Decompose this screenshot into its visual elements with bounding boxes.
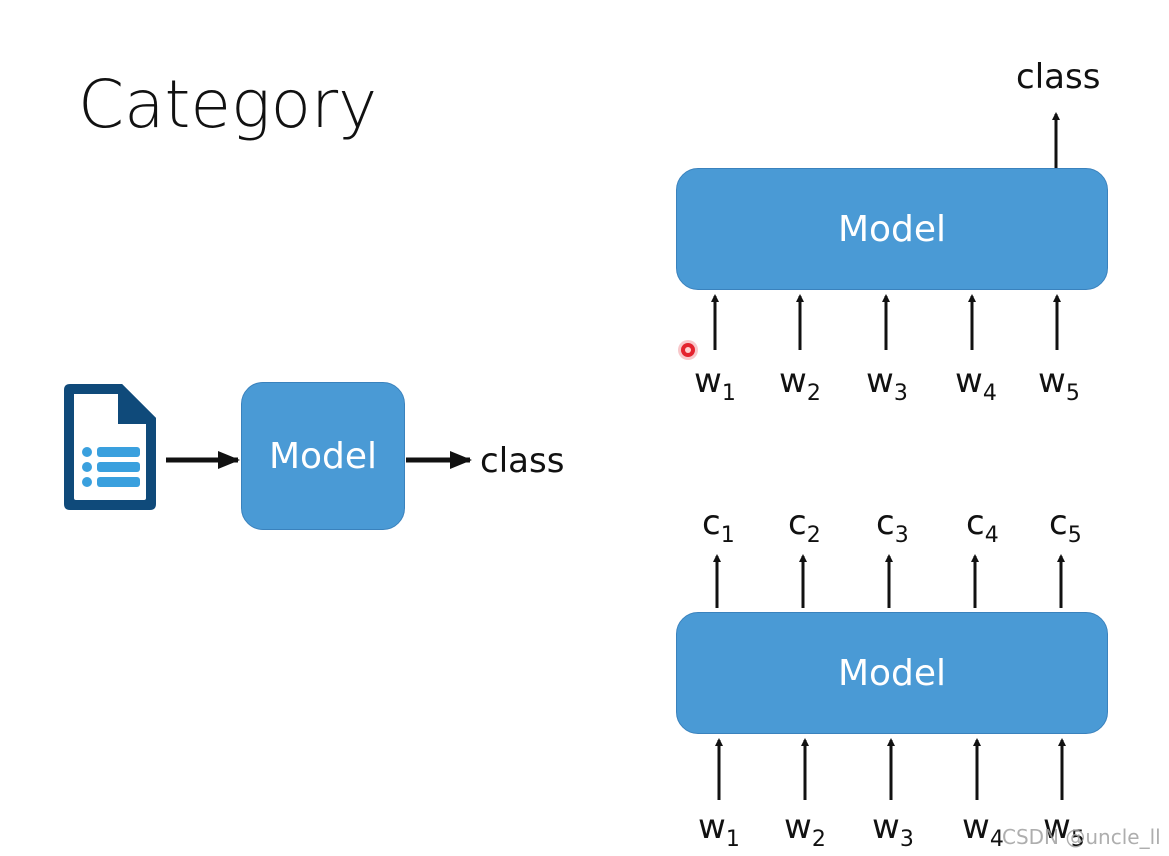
input-token-3: w3	[872, 807, 914, 852]
model-label: Model	[837, 208, 947, 250]
output-class-5: c5	[1049, 503, 1082, 548]
class-label-left: class	[480, 441, 565, 481]
model-box-bottom: Model	[676, 612, 1108, 734]
input-token-1: w1	[694, 361, 736, 406]
cursor-dot-icon	[681, 343, 695, 357]
model-label: Model	[268, 435, 378, 477]
model-label: Model	[837, 652, 947, 694]
input-token-1: w1	[698, 807, 740, 852]
document-list-icon	[60, 380, 160, 512]
input-token-2: w2	[779, 361, 821, 406]
output-class-4: c4	[966, 503, 999, 548]
output-class-2: c2	[788, 503, 821, 548]
input-token-4: w4	[962, 807, 1004, 852]
input-token-5: w5	[1038, 361, 1080, 406]
input-token-3: w3	[866, 361, 908, 406]
page-title: Category	[78, 66, 378, 143]
model-box-left: Model	[241, 382, 405, 530]
output-class-1: c1	[702, 503, 735, 548]
input-token-5: w5	[1043, 807, 1085, 852]
watermark: CSDN @uncle_ll	[1002, 825, 1161, 849]
input-token-2: w2	[784, 807, 826, 852]
output-class-3: c3	[876, 503, 909, 548]
input-token-4: w4	[955, 361, 997, 406]
class-label-top: class	[1016, 57, 1101, 97]
model-box-top: Model	[676, 168, 1108, 290]
